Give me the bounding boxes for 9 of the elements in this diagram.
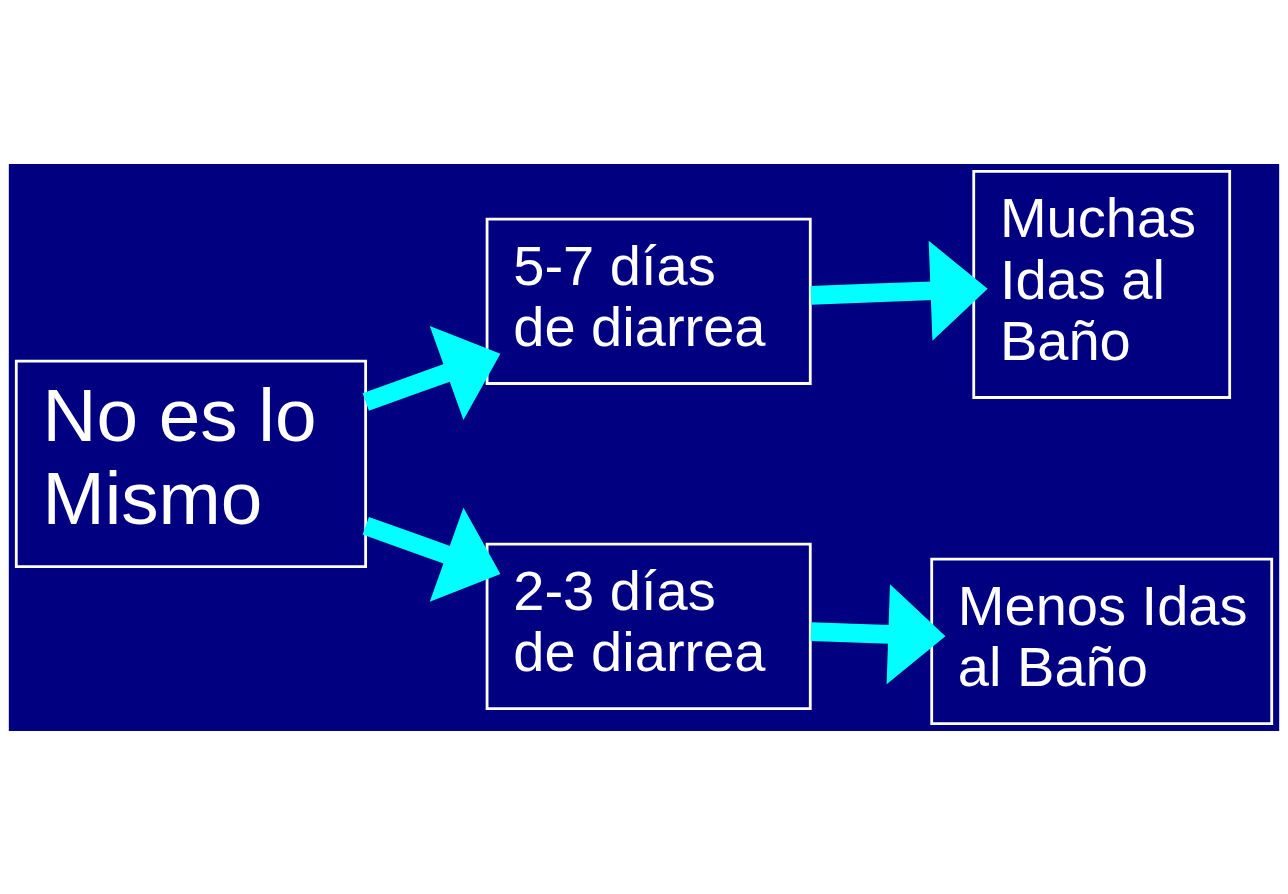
- node-box: 2-3 días de diarrea: [485, 542, 812, 710]
- node-box: Menos Idas al Baño: [930, 557, 1274, 725]
- arrow: [810, 583, 946, 684]
- node-box: No es lo Mismo: [14, 359, 368, 568]
- arrow: [810, 240, 988, 341]
- arrow: [362, 325, 501, 420]
- node-box: Muchas Idas al Baño: [972, 169, 1232, 399]
- node-box: 5-7 días de diarrea: [485, 217, 812, 385]
- arrow: [362, 507, 501, 602]
